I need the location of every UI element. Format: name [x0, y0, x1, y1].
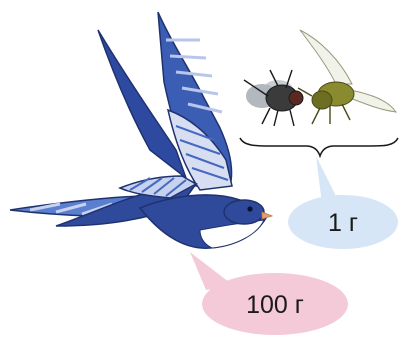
- curly-brace-icon: [240, 138, 398, 156]
- insects-mass-bubble: 1 г: [288, 156, 398, 249]
- insects-mass-label: 1 г: [328, 209, 358, 237]
- bird-mass-label: 100 г: [246, 291, 304, 319]
- bird-mass-bubble: 100 г: [190, 252, 348, 335]
- swallow-beak: [262, 212, 272, 219]
- swallow-icon: [10, 12, 272, 248]
- cicada-icon: [298, 30, 396, 124]
- swallow-head: [224, 200, 264, 224]
- swallow-eye: [247, 206, 252, 211]
- housefly-icon: [244, 70, 303, 126]
